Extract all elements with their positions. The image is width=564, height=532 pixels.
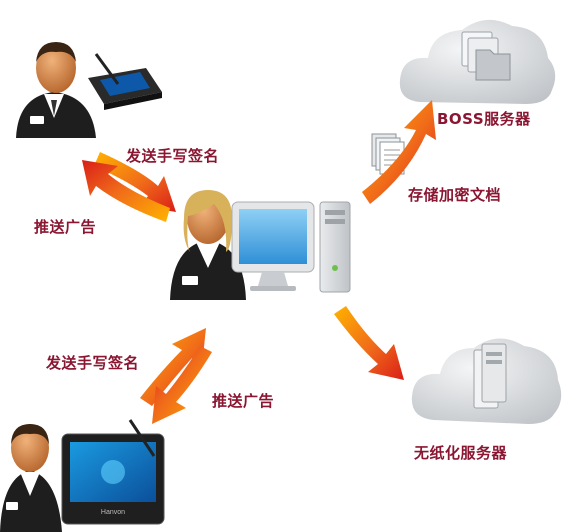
tablet-icon-bottom: Hanvon: [61, 419, 165, 525]
label-bottom-send: 发送手写签名: [46, 354, 140, 372]
boss-server-cloud: [399, 19, 556, 104]
signature-pad-icon-top: [88, 53, 162, 110]
arrow-top-push: [82, 160, 170, 222]
label-top-send: 发送手写签名: [126, 147, 220, 165]
customer-icon-bottom: [0, 424, 62, 532]
arrow-store: [362, 100, 436, 204]
customer-icon-top: [16, 42, 96, 138]
tablet-brand: Hanvon: [101, 509, 125, 516]
arrow-paperless: [334, 306, 404, 380]
label-store: 存储加密文档: [408, 186, 502, 204]
arrow-bottom-push: [152, 346, 212, 424]
clerk-icon: [170, 190, 246, 300]
label-boss-server: BOSS服务器: [437, 110, 531, 128]
paperless-server-cloud: [411, 338, 562, 424]
label-top-push: 推送广告: [34, 218, 97, 236]
label-paperless-server: 无纸化服务器: [414, 444, 508, 462]
computer-icon: [231, 201, 351, 293]
label-bottom-push: 推送广告: [212, 392, 275, 410]
